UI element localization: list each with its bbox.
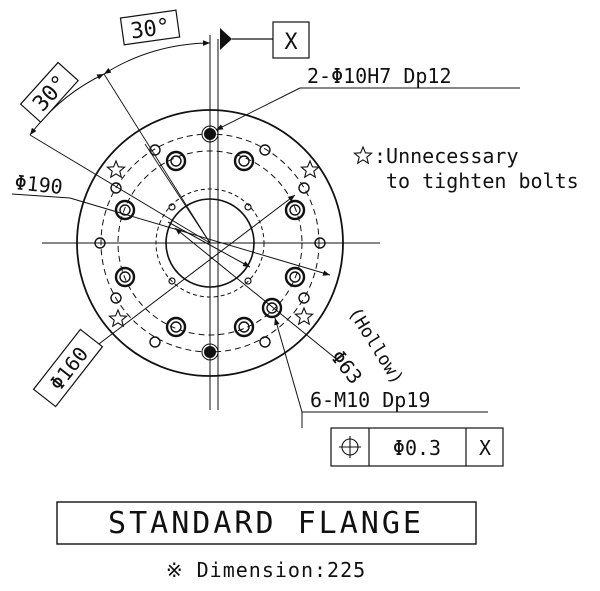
through-hole (259, 336, 271, 348)
through-hole (259, 144, 271, 156)
feature-control-frame (330, 427, 504, 467)
tapped-hole (284, 266, 306, 288)
datum-x-symbol (217, 21, 310, 410)
angle-arc-top (103, 40, 211, 75)
hollow-bore-circle (165, 198, 255, 288)
star-icon (352, 145, 374, 165)
tapped-hole (114, 266, 136, 288)
through-hole (149, 336, 161, 348)
dia-63-leader (167, 221, 341, 363)
star-icon (107, 308, 129, 328)
through-hole (314, 237, 326, 249)
tapped-hole (233, 316, 255, 338)
footnote: ※ Dimension:225 (166, 558, 366, 582)
pin-hole-callout: 2-Φ10H7 Dp12 (307, 64, 452, 88)
pin-hole-top (204, 128, 216, 140)
tapped-hole (165, 316, 187, 338)
star-note-line1: :Unnecessary (374, 144, 519, 168)
tapped-callout: 6-M10 Dp19 (310, 388, 430, 412)
datum-x-label: X (284, 30, 298, 55)
position-tolerance-icon (339, 436, 361, 458)
flange-outer-circle (76, 109, 344, 377)
inner-hidden-circle (155, 188, 265, 298)
tapped-hole (114, 199, 136, 221)
through-hole (298, 182, 310, 194)
inner-small-holes (168, 203, 252, 285)
tapped-hole (233, 150, 255, 172)
angle-label-top: 30° (129, 14, 172, 44)
pin-hole-bottom (204, 346, 216, 358)
through-hole (94, 237, 106, 249)
star-note-line2: to tighten bolts (386, 169, 579, 193)
title-frame (56, 501, 477, 545)
through-hole (110, 182, 122, 194)
angle-arc-left (29, 73, 105, 136)
dia-190-leader (11, 193, 331, 276)
title: STANDARD FLANGE (108, 506, 424, 541)
dia-160-leader (61, 194, 296, 373)
through-hole (298, 292, 310, 304)
star-icon (293, 306, 315, 326)
tapped-leader (274, 317, 488, 428)
dia-63-label: Φ63 (326, 345, 367, 388)
tapped-hole (284, 199, 306, 221)
star-note (352, 145, 374, 165)
bolt-circle-160 (117, 150, 303, 336)
pin-hole-leader (215, 87, 520, 131)
star-icon (105, 159, 127, 179)
radial-lines (29, 73, 211, 244)
angle-label-top-group: 30° (119, 9, 181, 46)
angle-label-left-group: 30° (19, 61, 79, 124)
star-marks (105, 159, 321, 328)
through-hole (110, 292, 122, 304)
angle-arcs (29, 40, 211, 136)
tapped-hole (165, 150, 187, 172)
tapped-hole (261, 297, 283, 319)
through-holes (94, 144, 326, 348)
star-icon (299, 159, 321, 179)
dia-190-label: Φ190 (13, 170, 63, 199)
tolerance-datum: X (479, 436, 491, 460)
tolerance-value: Φ0.3 (393, 436, 441, 460)
tapped-holes (114, 150, 306, 338)
